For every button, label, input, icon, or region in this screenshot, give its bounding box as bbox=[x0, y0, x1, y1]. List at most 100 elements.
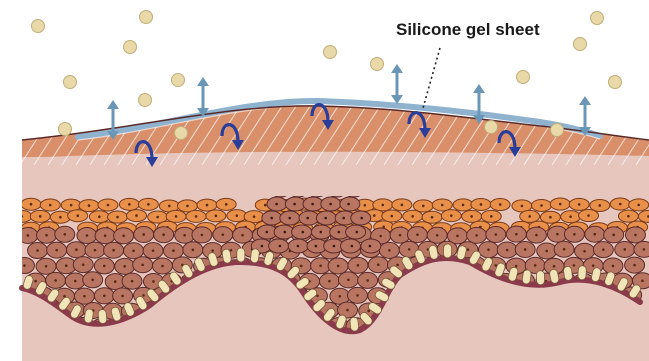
cell-nucleus bbox=[91, 278, 94, 281]
cell-nucleus bbox=[168, 205, 171, 208]
cell-nucleus bbox=[103, 265, 106, 268]
cell-nucleus bbox=[401, 204, 404, 207]
cell-nucleus bbox=[302, 231, 305, 234]
cell-nucleus bbox=[467, 248, 470, 251]
cell-nucleus bbox=[324, 217, 327, 220]
cell-nucleus bbox=[366, 279, 369, 282]
cell-nucleus bbox=[534, 264, 537, 267]
cell-nucleus bbox=[573, 264, 576, 267]
cell-nucleus bbox=[369, 245, 372, 248]
cell-nucleus bbox=[556, 233, 559, 236]
cell-nucleus bbox=[45, 234, 48, 237]
cell-nucleus bbox=[347, 279, 350, 282]
particle bbox=[485, 121, 498, 134]
cell-nucleus bbox=[86, 234, 89, 237]
cell-nucleus bbox=[431, 216, 434, 219]
cell-nucleus bbox=[535, 234, 538, 237]
cell-nucleus bbox=[373, 214, 376, 217]
cell-nucleus bbox=[253, 215, 256, 218]
cell-nucleus bbox=[441, 204, 444, 207]
cell-nucleus bbox=[83, 295, 86, 298]
cell-nucleus bbox=[506, 249, 509, 252]
cell-nucleus bbox=[587, 214, 590, 217]
cell-nucleus bbox=[54, 279, 57, 282]
cell-nucleus bbox=[627, 215, 630, 218]
cell-nucleus bbox=[346, 309, 349, 312]
cell-nucleus bbox=[21, 215, 24, 218]
cell-nucleus bbox=[470, 215, 473, 218]
cell-nucleus bbox=[360, 217, 363, 220]
cell-nucleus bbox=[528, 215, 531, 218]
cell-nucleus bbox=[450, 214, 453, 217]
cell-nucleus bbox=[356, 231, 359, 234]
cell-nucleus bbox=[306, 217, 309, 220]
cell-nucleus bbox=[270, 217, 273, 220]
cell-nucleus bbox=[162, 233, 165, 236]
cell-nucleus bbox=[524, 248, 527, 251]
cell-nucleus bbox=[88, 204, 91, 207]
cell-nucleus bbox=[499, 203, 502, 206]
cell-nucleus bbox=[27, 234, 30, 237]
cell-nucleus bbox=[396, 264, 399, 267]
cell-nucleus bbox=[367, 310, 370, 313]
cell-nucleus bbox=[142, 294, 145, 297]
cell-nucleus bbox=[297, 245, 300, 248]
cell-nucleus bbox=[261, 245, 264, 248]
cell-nucleus bbox=[382, 204, 385, 207]
cell-nucleus bbox=[116, 216, 119, 219]
cell-nucleus bbox=[284, 231, 287, 234]
cell-nucleus bbox=[279, 245, 282, 248]
cell-nucleus bbox=[104, 234, 107, 237]
particle bbox=[609, 76, 622, 89]
vertical-arrow-head bbox=[107, 100, 119, 109]
cell-nucleus bbox=[161, 265, 164, 268]
cell-nucleus bbox=[55, 249, 58, 252]
basal-cell-body bbox=[250, 248, 260, 263]
cell-nucleus bbox=[132, 249, 135, 252]
particle bbox=[64, 76, 77, 89]
cell-nucleus bbox=[82, 263, 85, 266]
cell-nucleus bbox=[619, 203, 622, 206]
particle bbox=[175, 127, 188, 140]
callout-line bbox=[423, 48, 440, 108]
cell-nucleus bbox=[30, 203, 33, 206]
cell-nucleus bbox=[490, 215, 493, 218]
vertical-arrow-head bbox=[197, 77, 209, 86]
cell-nucleus bbox=[379, 235, 382, 238]
cell-nucleus bbox=[156, 216, 159, 219]
cell-nucleus bbox=[337, 265, 340, 268]
cell-nucleus bbox=[583, 250, 586, 253]
cell-nucleus bbox=[495, 233, 498, 236]
cell-nucleus bbox=[319, 264, 322, 267]
cell-nucleus bbox=[142, 233, 145, 236]
basal-cell-body bbox=[98, 309, 107, 324]
cell-nucleus bbox=[34, 280, 37, 283]
cell-nucleus bbox=[456, 235, 459, 238]
cell-nucleus bbox=[172, 249, 175, 252]
particle bbox=[59, 123, 72, 136]
particle bbox=[124, 41, 137, 54]
cell-nucleus bbox=[573, 233, 576, 236]
cell-nucleus bbox=[315, 245, 318, 248]
cell-nucleus bbox=[59, 216, 62, 219]
cell-nucleus bbox=[107, 204, 110, 207]
cell-nucleus bbox=[123, 265, 126, 268]
cell-nucleus bbox=[390, 215, 393, 218]
cell-nucleus bbox=[637, 204, 640, 207]
basal-cell-body bbox=[237, 248, 245, 262]
particle bbox=[574, 38, 587, 51]
cell-nucleus bbox=[338, 231, 341, 234]
cell-nucleus bbox=[320, 231, 323, 234]
cell-nucleus bbox=[411, 215, 414, 218]
cell-nucleus bbox=[121, 295, 124, 298]
cell-nucleus bbox=[70, 204, 73, 207]
cell-nucleus bbox=[592, 264, 595, 267]
cell-nucleus bbox=[275, 203, 278, 206]
cell-nucleus bbox=[598, 204, 601, 207]
cell-nucleus bbox=[74, 280, 77, 283]
cell-nucleus bbox=[578, 203, 581, 206]
cell-nucleus bbox=[293, 203, 296, 206]
cell-nucleus bbox=[222, 233, 225, 236]
